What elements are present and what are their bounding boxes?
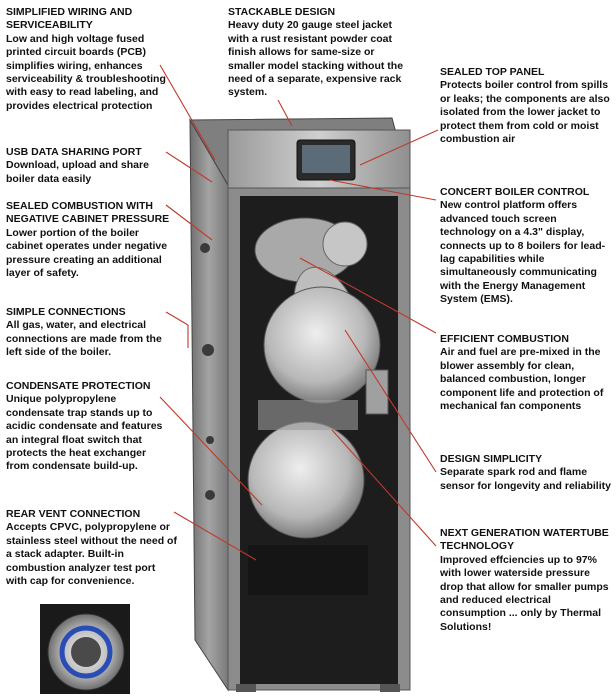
callout-watertube-body: Improved effciencies up to 97% with lowe…	[440, 553, 609, 633]
callout-watertube: NEXT GENERATION WATERTUBE TECHNOLOGY Imp…	[440, 527, 612, 634]
callout-design-title: DESIGN SIMPLICITY	[440, 453, 543, 465]
callout-usb-title: USB DATA SHARING PORT	[6, 146, 142, 158]
heat-exchanger-lower	[247, 421, 365, 539]
callout-sealed-combustion-title: SEALED COMBUSTION WITH NEGATIVE CABINET …	[6, 200, 170, 226]
callout-usb: USB DATA SHARING PORT Download, upload a…	[6, 146, 176, 186]
callout-connections-title: SIMPLE CONNECTIONS	[6, 306, 126, 318]
callout-condensate-body: Unique polypropylene condensate trap sta…	[6, 393, 163, 473]
callout-condensate: CONDENSATE PROTECTION Unique polypropyle…	[6, 380, 172, 474]
callout-efficient: EFFICIENT COMBUSTION Air and fuel are pr…	[440, 333, 612, 413]
side-connection-1	[200, 243, 210, 253]
gas-valve	[365, 369, 389, 415]
callout-rear-vent-title: REAR VENT CONNECTION	[6, 508, 141, 520]
callout-stackable: STACKABLE DESIGN Heavy duty 20 gauge ste…	[228, 6, 413, 100]
callout-connections-body: All gas, water, and electrical connectio…	[6, 319, 162, 359]
leader-lines	[159, 64, 439, 561]
callout-rear-vent-body: Accepts CPVC, polypropylene or stainless…	[6, 521, 177, 588]
side-connection-3	[205, 490, 215, 500]
callout-connections: SIMPLE CONNECTIONS All gas, water, and e…	[6, 306, 176, 360]
callout-condensate-title: CONDENSATE PROTECTION	[6, 380, 151, 392]
callout-wiring: SIMPLIFIED WIRING AND SERVICEABILITY Low…	[6, 6, 176, 113]
callout-stackable-title: STACKABLE DESIGN	[228, 6, 336, 18]
callout-stackable-body: Heavy duty 20 gauge steel jacket with a …	[228, 19, 404, 99]
callout-top-panel-title: SEALED TOP PANEL	[440, 66, 545, 78]
callout-efficient-body: Air and fuel are pre-mixed in the blower…	[440, 346, 604, 413]
callout-concert-title: CONCERT BOILER CONTROL	[440, 186, 590, 198]
callout-sealed-combustion-body: Lower portion of the boiler cabinet oper…	[6, 226, 168, 280]
callout-concert-body: New control platform offers advanced tou…	[440, 199, 606, 306]
boiler-side-panel	[189, 118, 229, 692]
callout-design-body: Separate spark rod and flame sensor for …	[440, 466, 611, 492]
callout-rear-vent: REAR VENT CONNECTION Accepts CPVC, polyp…	[6, 508, 178, 588]
callout-top-panel-body: Protects boiler control from spills or l…	[440, 79, 610, 146]
callout-usb-body: Download, upload and share boiler data e…	[6, 159, 149, 185]
callout-efficient-title: EFFICIENT COMBUSTION	[440, 333, 569, 345]
callout-wiring-title: SIMPLIFIED WIRING AND SERVICEABILITY	[6, 6, 133, 32]
callout-watertube-title: NEXT GENERATION WATERTUBE TECHNOLOGY	[440, 527, 609, 553]
callout-design: DESIGN SIMPLICITY Separate spark rod and…	[440, 453, 612, 493]
heat-exchanger-upper	[263, 286, 381, 404]
side-connection-2	[202, 344, 214, 356]
callout-top-panel: SEALED TOP PANEL Protects boiler control…	[440, 66, 612, 146]
callout-sealed-combustion: SEALED COMBUSTION WITH NEGATIVE CABINET …	[6, 200, 176, 280]
callout-concert: CONCERT BOILER CONTROL New control platf…	[440, 186, 612, 307]
callout-wiring-body: Low and high voltage fused printed circu…	[6, 32, 166, 112]
side-connection-4	[206, 436, 214, 444]
